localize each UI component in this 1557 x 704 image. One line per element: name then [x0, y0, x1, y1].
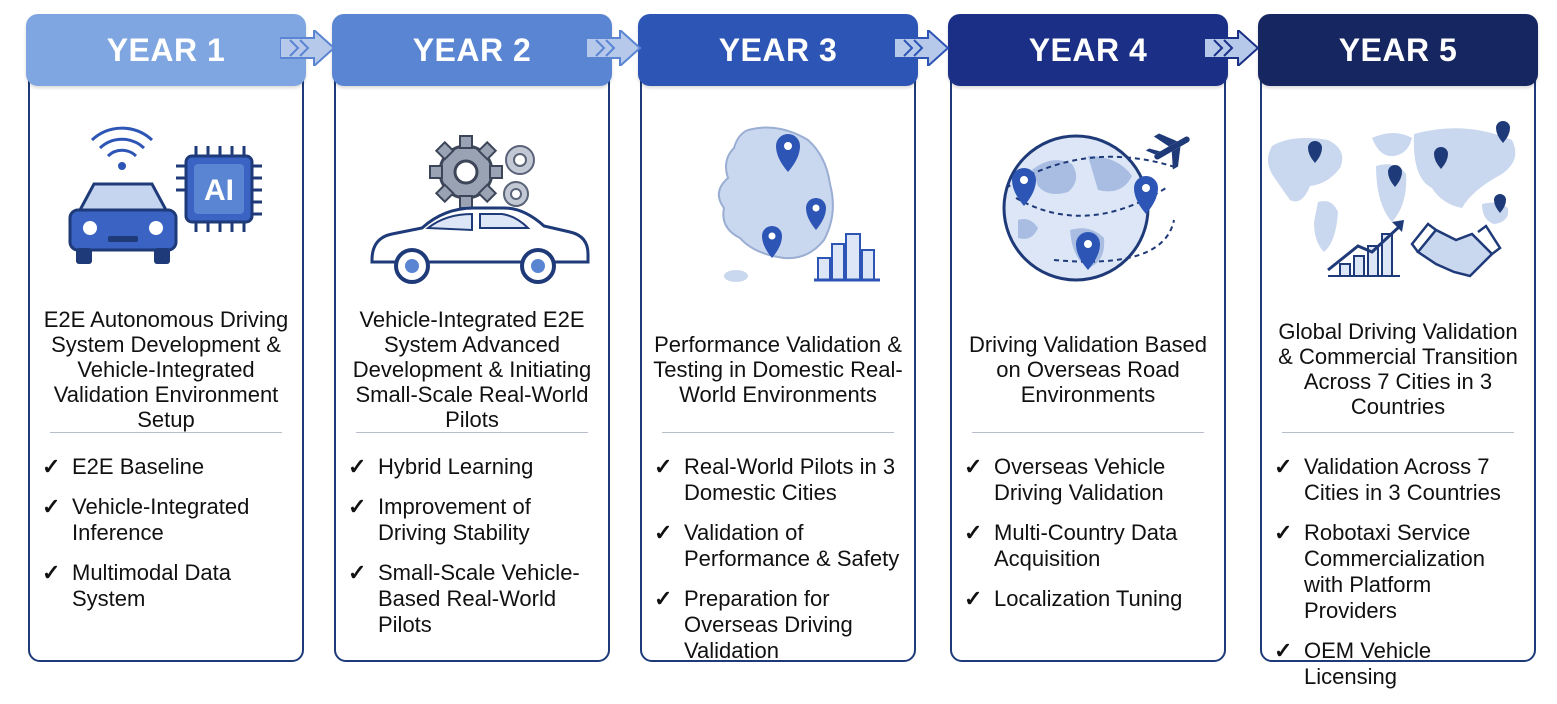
- list-item: ✓Vehicle-Integrated Inference: [42, 494, 250, 545]
- check-icon: ✓: [348, 494, 367, 519]
- year-1-card: [28, 64, 304, 662]
- list-item: ✓Improvement of Driving Stability: [348, 494, 531, 545]
- year-3-label: YEAR 3: [718, 31, 838, 68]
- check-icon: ✓: [42, 560, 61, 585]
- check-icon: ✓: [348, 454, 367, 479]
- year-5-column: YEAR 5 Global Driving Validati: [1258, 14, 1538, 689]
- year-4-divider: [972, 432, 1204, 433]
- list-item: ✓Overseas Vehicle Driving Validation: [964, 454, 1166, 505]
- list-item: ✓Real-World Pilots in 3 Domestic Cities: [654, 454, 896, 505]
- year-4-label: YEAR 4: [1028, 31, 1148, 68]
- list-item: ✓Localization Tuning: [964, 586, 1183, 611]
- list-item: ✓E2E Baseline: [42, 454, 205, 479]
- globe-airplane-icon: [1002, 133, 1190, 282]
- year-5-title: Global Driving Validation & Commercial T…: [1278, 319, 1518, 419]
- year-1-column: YEAR 1 AI E2E Autonomous Driving System …: [26, 14, 306, 662]
- year-1-title: E2E Autonomous Driving System Developmen…: [43, 306, 289, 432]
- check-icon: ✓: [1274, 520, 1293, 545]
- chevron-arrow-icon: [1204, 30, 1260, 66]
- check-icon: ✓: [654, 586, 673, 611]
- list-item: ✓Multi-Country Data Acquisition: [964, 520, 1178, 571]
- car-ai-chip-icon: AI: [68, 126, 262, 264]
- year-4-header: YEAR 4: [948, 14, 1228, 86]
- year-1-divider: [50, 432, 282, 433]
- car-gears-icon: [370, 135, 590, 284]
- year-2-list: ✓Hybrid Learning ✓Improvement of Driving…: [348, 454, 604, 652]
- year-4-list: ✓Overseas Vehicle Driving Validation ✓Mu…: [964, 454, 1220, 626]
- world-map-handshake-icon: [1268, 121, 1516, 278]
- list-item: ✓Validation Across 7 Cities in 3 Countri…: [1274, 454, 1501, 505]
- chevron-arrow-icon: [280, 30, 336, 66]
- check-icon: ✓: [42, 494, 61, 519]
- year-5-list: ✓Validation Across 7 Cities in 3 Countri…: [1274, 454, 1530, 704]
- check-icon: ✓: [348, 560, 367, 585]
- chevron-arrow-icon: [894, 30, 950, 66]
- year-4-column: YEAR 4 Driving Validation Based on Overs…: [948, 14, 1228, 662]
- list-item: ✓Validation of Performance & Safety: [654, 520, 900, 571]
- list-item: ✓Hybrid Learning: [348, 454, 534, 479]
- year-2-header: YEAR 2: [332, 14, 612, 86]
- year-2-column: YEAR 2 Vehicle-Integrate: [332, 14, 612, 662]
- list-item: ✓Multimodal Data System: [42, 560, 231, 611]
- chevron-arrow-icon: [586, 30, 642, 66]
- year-5-divider: [1282, 432, 1514, 433]
- year-5-header: YEAR 5: [1258, 14, 1538, 86]
- year-1-label: YEAR 1: [106, 31, 226, 68]
- list-item: ✓Robotaxi Service Commercialization with…: [1274, 520, 1485, 623]
- korea-map-pins-icon: [717, 126, 880, 282]
- list-item: ✓Preparation for Overseas Driving Valida…: [654, 586, 853, 663]
- year-2-title: Vehicle-Integrated E2E System Advanced D…: [352, 306, 592, 432]
- year-3-header: YEAR 3: [638, 14, 918, 86]
- year-3-title: Performance Validation & Testing in Dome…: [653, 331, 903, 407]
- check-icon: ✓: [654, 520, 673, 545]
- year-3-divider: [662, 432, 894, 433]
- svg-text:AI: AI: [204, 174, 234, 207]
- year-2-divider: [356, 432, 588, 433]
- check-icon: ✓: [1274, 638, 1293, 663]
- year-3-list: ✓Real-World Pilots in 3 Domestic Cities …: [654, 454, 910, 678]
- check-icon: ✓: [964, 586, 983, 611]
- check-icon: ✓: [654, 454, 673, 479]
- year-1-list: ✓E2E Baseline ✓Vehicle-Integrated Infere…: [42, 454, 298, 626]
- year-3-column: YEAR 3 Performance Validation & Testing …: [638, 14, 918, 663]
- year-2-label: YEAR 2: [412, 31, 532, 68]
- list-item: ✓Small-Scale Vehicle-Based Real-World Pi…: [348, 560, 580, 637]
- check-icon: ✓: [1274, 454, 1293, 479]
- list-item: ✓OEM Vehicle Licensing: [1274, 638, 1432, 689]
- year-4-title: Driving Validation Based on Overseas Roa…: [968, 331, 1208, 407]
- check-icon: ✓: [42, 454, 61, 479]
- year-5-label: YEAR 5: [1338, 31, 1458, 68]
- year-1-header: YEAR 1: [26, 14, 306, 86]
- check-icon: ✓: [964, 520, 983, 545]
- check-icon: ✓: [964, 454, 983, 479]
